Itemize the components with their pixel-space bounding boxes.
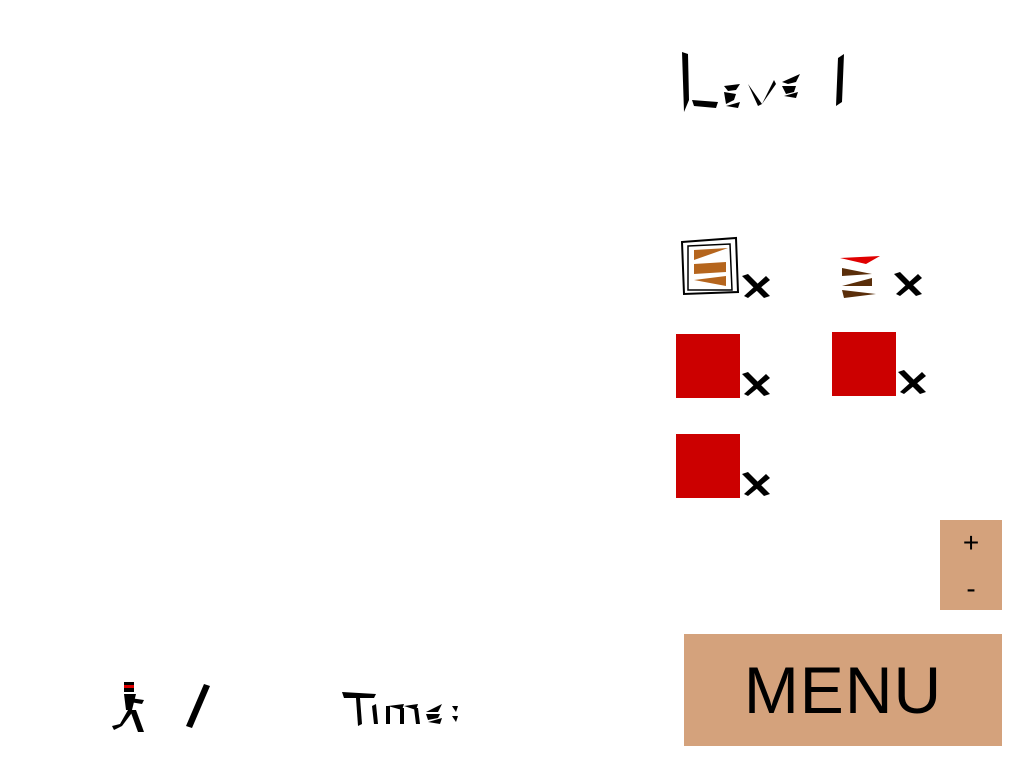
multiply-x-icon	[898, 370, 926, 394]
multiply-x-icon	[894, 272, 922, 296]
inventory-slot-2[interactable]	[836, 254, 886, 305]
red-block-icon[interactable]	[676, 434, 740, 498]
red-block-icon[interactable]	[832, 332, 896, 396]
level-title-lettering	[682, 52, 844, 112]
time-label: Time:	[342, 688, 472, 733]
multiply-x-icon	[742, 372, 770, 396]
zoom-out-button[interactable]: -	[966, 573, 976, 604]
inventory-slot-1[interactable]	[678, 236, 742, 303]
menu-button-label: MENU	[743, 653, 943, 727]
runner-counter	[108, 680, 218, 741]
menu-button[interactable]: MENU	[684, 634, 1002, 746]
brick-tile-icon	[680, 236, 740, 296]
level-title: Level	[678, 44, 858, 121]
zoom-in-button[interactable]: +	[962, 527, 980, 558]
spike-tile-icon	[840, 256, 880, 298]
red-block-icon[interactable]	[676, 334, 740, 398]
multiply-x-icon	[742, 274, 770, 298]
multiply-x-icon	[742, 472, 770, 496]
zoom-panel: + -	[940, 520, 1002, 610]
runner-icon	[112, 682, 210, 732]
time-label-lettering	[342, 692, 458, 726]
